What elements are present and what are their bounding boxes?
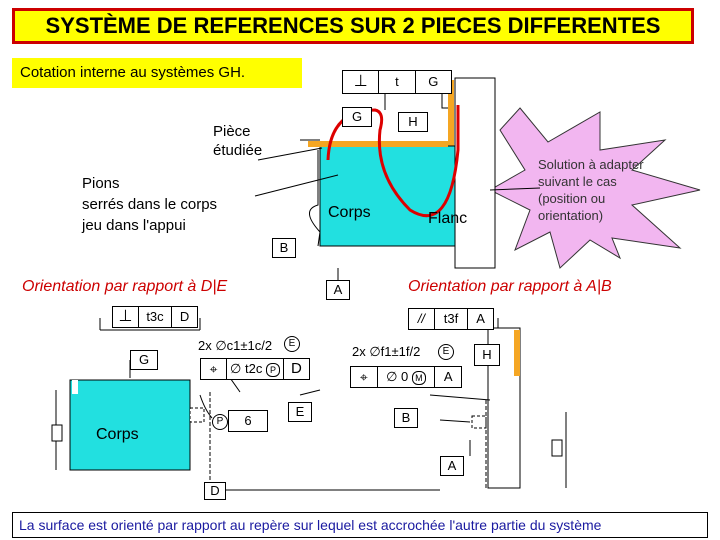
position-icon: ⌖ (201, 359, 228, 379)
position-frame-right: ⌖ ∅ 0 M A (350, 366, 462, 388)
tolerance-datum: D (179, 309, 190, 324)
subtitle: Cotation interne au systèmes GH. (12, 58, 302, 88)
orient-title-left: Orientation par rapport à D|E (22, 278, 228, 295)
pions-label-1: Pions (82, 175, 120, 192)
tolerance-value: t3f (435, 309, 469, 329)
piece-label-2: étudiée (213, 142, 263, 159)
position-frame-left: ⌖ ∅ t2c P D (200, 358, 310, 380)
solution-burst (488, 107, 701, 269)
position-value: ∅ 0 (386, 369, 409, 384)
solution-line-4: orientation) (538, 208, 604, 223)
corps-body-left (69, 379, 191, 471)
tolerance-frame-right: // t3f A (408, 308, 494, 330)
datum-b-top: B (272, 238, 296, 258)
envelope-badge-left: E (284, 336, 300, 352)
position-value-cell: ∅ 0 M (378, 367, 436, 387)
datum-b-right: B (394, 408, 418, 428)
right-part-top (454, 77, 496, 269)
datum-e-left: E (288, 402, 312, 422)
position-value: ∅ t2c (230, 361, 263, 376)
footer-note: La surface est orienté par rapport au re… (12, 512, 708, 538)
position-value-cell: ∅ t2c P (227, 359, 284, 379)
dimension-right: 2x ∅f1±1f/2 (352, 344, 421, 359)
position-icon: ⌖ (351, 367, 378, 387)
envelope-badge-right: E (438, 344, 454, 360)
tolerance-value: t (379, 71, 416, 93)
datum-h-top: H (398, 112, 428, 132)
solution-line-1: Solution à adapter (538, 157, 644, 172)
parallelism-symbol: // (409, 309, 435, 329)
datum-a-top: A (326, 280, 350, 300)
max-material-badge: M (411, 371, 426, 385)
pions-label-3: jeu dans l'appui (82, 217, 186, 234)
orange-strip-top (448, 80, 454, 148)
perpendicularity-symbol: ⊥ (113, 307, 139, 327)
solution-text: Solution à adapter suivant le cas (posit… (538, 156, 644, 224)
p-badge-left: P (212, 414, 228, 430)
corps-body-top (319, 145, 456, 247)
pin-left (189, 407, 205, 423)
datum-d-left: D (204, 482, 226, 500)
position-datum: D (291, 360, 302, 377)
datum-a-right: A (440, 456, 464, 476)
solution-line-3: (position ou (538, 191, 606, 206)
tolerance-value: t3c (139, 307, 173, 327)
position-datum: A (443, 369, 453, 384)
solution-line-2: suivant le cas (538, 174, 617, 189)
piece-label: Pièce (213, 123, 251, 140)
flanc-label: Flanc (428, 210, 468, 227)
dimension-left: 2x ∅c1±1c/2 (198, 338, 273, 353)
pions-label-2: serrés dans le corps (82, 196, 218, 213)
projected-badge: P (265, 363, 280, 377)
perpendicularity-symbol: ⊥ (343, 71, 380, 93)
orient-title-right: Orientation par rapport à A|B (408, 278, 612, 295)
tolerance-datum: A (476, 311, 485, 326)
datum-h-right: H (474, 344, 500, 366)
datum-g-left: G (130, 350, 158, 370)
corps-label-left: Corps (96, 426, 139, 443)
tolerance-datum: G (428, 74, 439, 89)
datum-g-top: G (342, 107, 372, 127)
page-title: SYSTÈME DE REFERENCES SUR 2 PIECES DIFFE… (12, 8, 694, 44)
six-box: 6 (228, 410, 268, 432)
orange-strip-bottom (514, 330, 520, 376)
tolerance-frame-top: ⊥ t G (342, 70, 452, 94)
corps-label-top: Corps (328, 204, 371, 221)
tolerance-frame-left: ⊥ t3c D (112, 306, 198, 328)
